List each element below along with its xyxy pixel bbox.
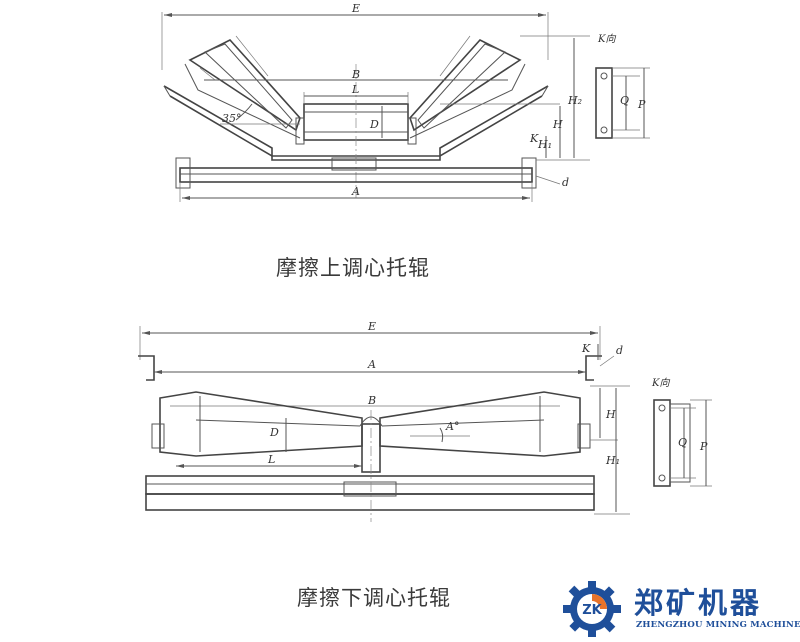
- top-idler-drawing: E B L D: [161, 2, 650, 202]
- k-view-label-bottom: K向: [651, 377, 670, 389]
- dim-d-hole-top: d: [562, 176, 569, 189]
- bottom-idler-drawing: E A B D A° L: [138, 320, 712, 522]
- dim-q-bottom: Q: [678, 436, 687, 449]
- caption-bottom: 摩擦下调心托辊: [297, 586, 451, 610]
- angle-top: 35°: [222, 112, 242, 125]
- dim-a-top: A: [351, 185, 360, 198]
- dim-h-top: H: [552, 118, 563, 131]
- logo-subtitle: ZHENGZHOU MINING MACHINERY: [636, 620, 800, 630]
- dim-e-top: E: [351, 2, 360, 15]
- dim-k-top: K: [529, 132, 539, 145]
- dim-d-hole-bottom: d: [616, 344, 623, 357]
- caption-top: 摩擦上调心托辊: [276, 256, 430, 280]
- dim-q-top: Q: [620, 94, 629, 107]
- dim-l-top: L: [351, 83, 359, 96]
- angle-bottom: A°: [445, 420, 459, 433]
- k-view-label-top: K向: [597, 33, 616, 45]
- dim-h1-bottom: H₁: [605, 454, 620, 467]
- company-logo: ZK 郑矿机器 ZHENGZHOU MINING MACHINERY: [558, 580, 800, 638]
- dim-h-bottom: H: [605, 408, 616, 421]
- dim-a-bottom: A: [367, 358, 376, 371]
- dim-h1-top: H₁: [537, 138, 552, 151]
- logo-mark: ZK: [582, 603, 602, 618]
- dim-p-top: P: [637, 98, 646, 111]
- dim-h2-top: H₂: [567, 94, 582, 107]
- gear-logo-icon: ZK: [563, 581, 621, 637]
- dim-l-bottom: L: [267, 453, 275, 466]
- dim-e-bottom: E: [367, 320, 376, 333]
- logo-name: 郑矿机器: [634, 586, 763, 620]
- dim-p-bottom: P: [699, 440, 708, 453]
- dim-d-top: D: [369, 118, 379, 131]
- dim-k-bottom: K: [581, 342, 591, 355]
- dim-d-bottom: D: [269, 426, 279, 439]
- dim-b-bottom: B: [367, 394, 376, 407]
- dim-b-top: B: [351, 68, 360, 81]
